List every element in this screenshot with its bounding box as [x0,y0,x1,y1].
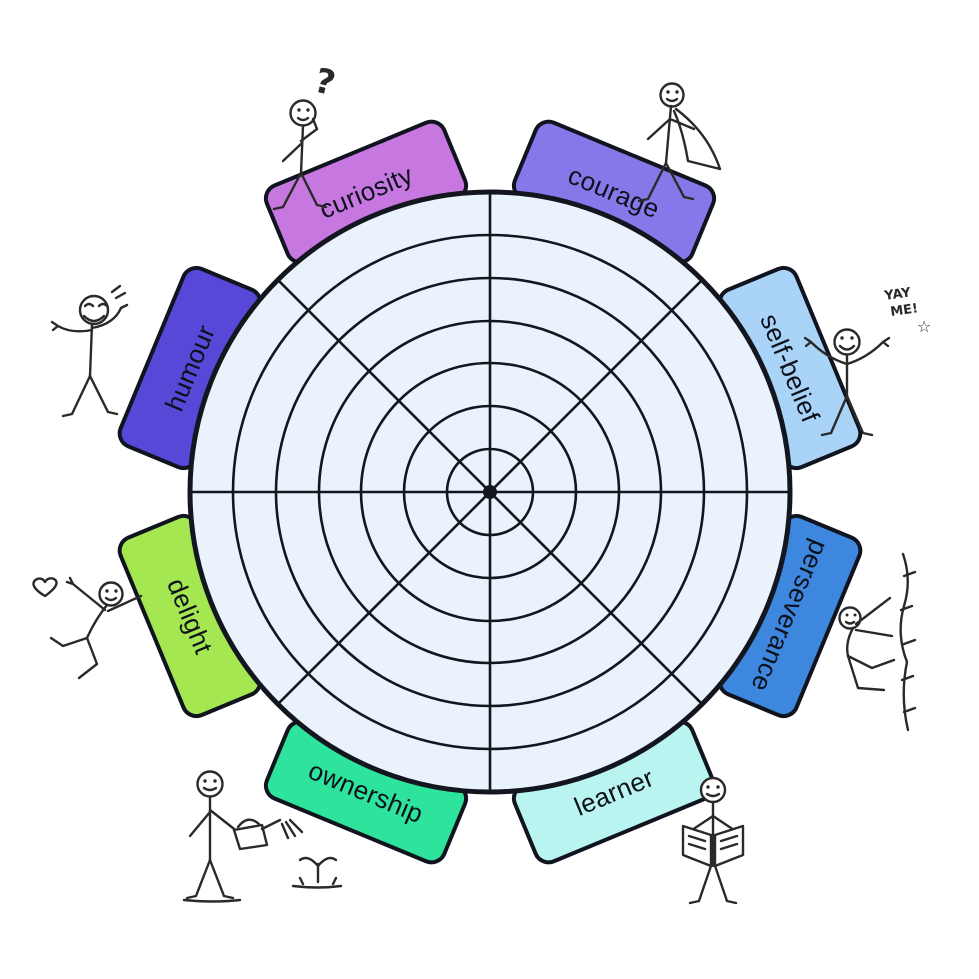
laughing-stick-figure [50,284,129,418]
figure-head [838,606,862,630]
figure-head [289,99,317,127]
figure-head [98,581,124,607]
speech-text-line2: ME! [889,301,919,320]
leaping-stick-figure [32,576,143,680]
wall-climbing-stick-figure [838,552,917,732]
wheel-ring [359,361,621,623]
reading-stick-figure [681,776,745,905]
plant-sprout [298,856,338,884]
figure-head [833,328,861,356]
water-drops [280,818,304,840]
question-mark-annotation: ? [310,61,339,105]
ground-line [182,876,343,903]
figure-head [78,294,110,326]
figure-head [659,82,685,108]
thinking-stick-figure: ? [272,61,339,211]
wheel-ring [274,276,706,708]
superhero-cape-stick-figure [637,82,722,203]
laugh-marks [110,284,127,300]
figure-head [699,776,727,804]
star-icon: ☆ [917,317,931,336]
climbing-wall [899,552,910,732]
wheel-ring [231,233,749,751]
speech-text-line1: YAY [882,285,912,304]
wheel-ring [317,319,663,665]
heart-icon [32,577,58,598]
wheel-ring [445,447,535,537]
watering-can [232,823,269,851]
wheel-ring [402,404,578,580]
figure-head [196,770,224,798]
watering-plant-stick-figure [182,770,343,903]
celebrating-stick-figure: YAY ME! ☆ [803,285,931,437]
wheel-center-dot [483,485,497,499]
cape [672,107,722,171]
